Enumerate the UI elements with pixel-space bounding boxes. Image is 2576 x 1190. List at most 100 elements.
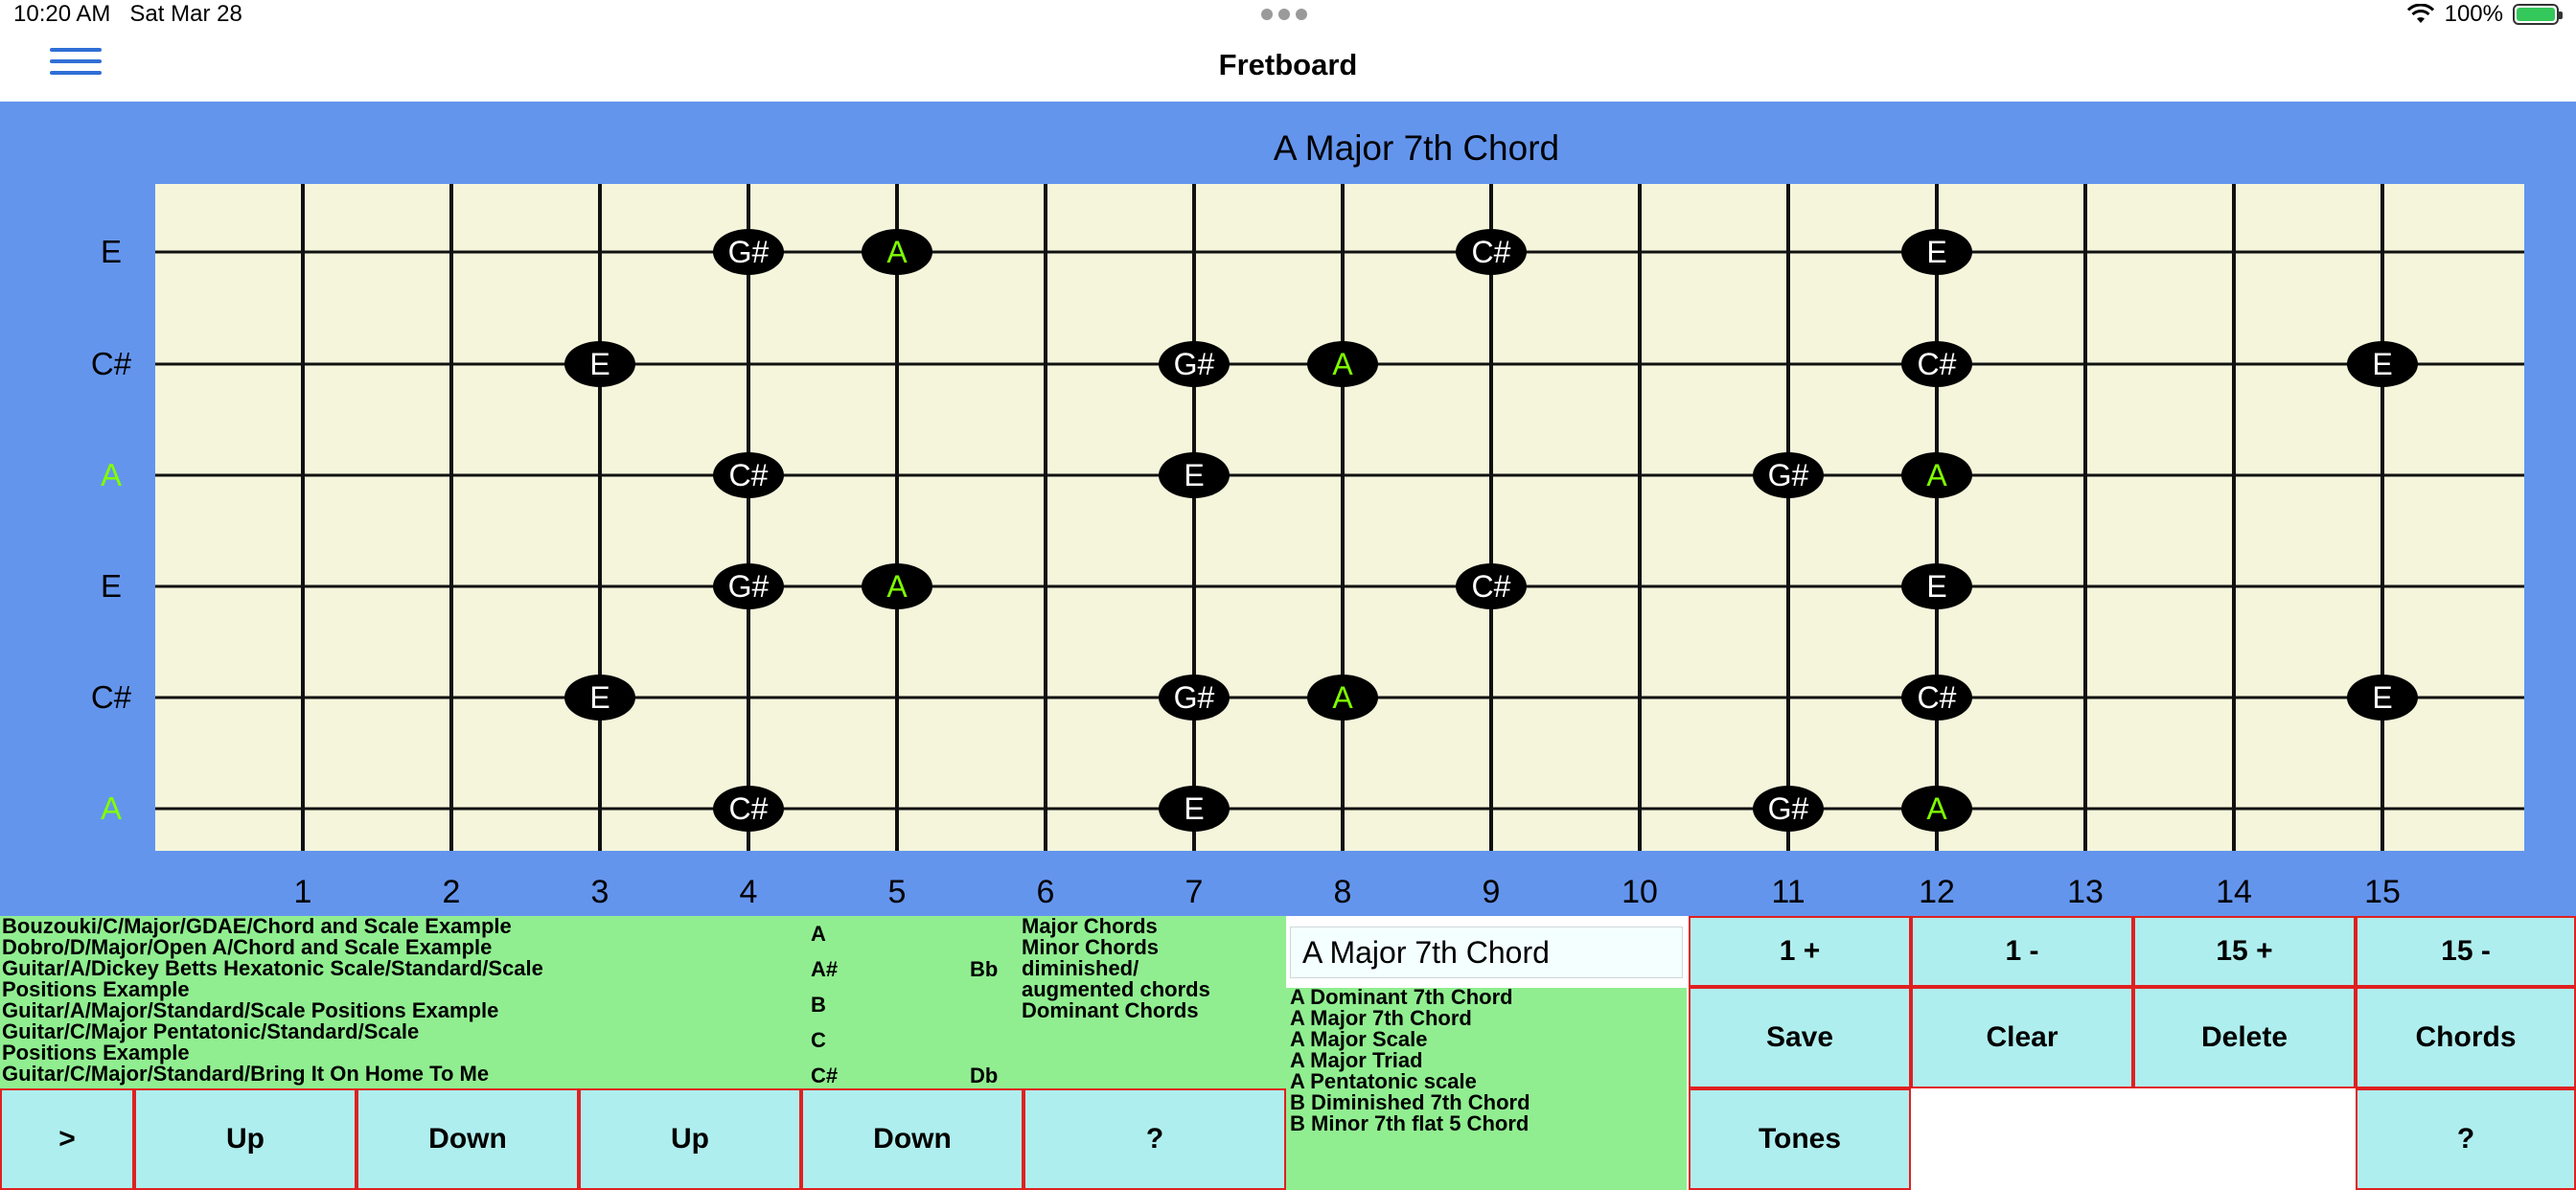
note-label: C# bbox=[1472, 569, 1511, 604]
fret-plus-1-button[interactable]: 1 + bbox=[1689, 916, 1911, 987]
help-right-button[interactable]: ? bbox=[2356, 1088, 2576, 1190]
file-list[interactable]: Bouzouki/C/Major/GDAE/Chord and Scale Ex… bbox=[2, 916, 797, 1085]
note-label: C# bbox=[1472, 235, 1511, 269]
note-label: A bbox=[1926, 791, 1947, 826]
file-list-item[interactable]: Bouzouki/C/Major/GDAE/Chord and Scale Ex… bbox=[2, 914, 512, 938]
chord-list-item[interactable]: A Dominant 7th Chord bbox=[1290, 985, 1513, 1009]
chord-type-item[interactable]: diminished/ bbox=[1022, 956, 1139, 980]
fret-number: 12 bbox=[1919, 874, 1955, 910]
note-marker bbox=[1753, 452, 1824, 498]
note-marker bbox=[1901, 786, 1972, 832]
chords-button[interactable]: Chords bbox=[2356, 987, 2576, 1088]
chord-list-item[interactable]: B Diminished 7th Chord bbox=[1290, 1090, 1530, 1114]
navigation-bar: Fretboard bbox=[0, 29, 2576, 102]
key-down-button[interactable]: Down bbox=[801, 1088, 1024, 1190]
file-list-item[interactable]: Positions Example bbox=[2, 977, 190, 1001]
hamburger-menu-icon[interactable] bbox=[50, 48, 102, 82]
file-list-item[interactable]: Guitar/C/Major/Standard/Bring It On Home… bbox=[2, 1062, 490, 1086]
note-label: A bbox=[1926, 458, 1947, 492]
note-label: E bbox=[2372, 347, 2392, 381]
note-label: G# bbox=[1174, 347, 1215, 381]
string-label: A bbox=[101, 457, 122, 492]
file-list-item[interactable]: Guitar/A/Dickey Betts Hexatonic Scale/St… bbox=[2, 956, 543, 980]
browser-lists-background bbox=[0, 916, 1286, 1088]
status-right: 100% bbox=[2406, 0, 2563, 29]
note-label: E bbox=[1184, 458, 1204, 492]
fret-number: 6 bbox=[1037, 874, 1055, 910]
status-bar: 10:20 AM Sat Mar 28 100% bbox=[0, 0, 2576, 29]
clear-button[interactable]: Clear bbox=[1911, 987, 2133, 1088]
fret-number: 11 bbox=[1771, 874, 1805, 910]
note-label: E bbox=[2372, 680, 2392, 715]
chord-type-item[interactable]: augmented chords bbox=[1022, 977, 1210, 1001]
chord-list-item[interactable]: A Major 7th Chord bbox=[1290, 1006, 1472, 1030]
note-label: C# bbox=[1918, 680, 1957, 715]
string-label: E bbox=[101, 234, 122, 269]
tones-button[interactable]: Tones bbox=[1689, 1088, 1911, 1190]
key-list-item[interactable]: C bbox=[811, 1028, 826, 1052]
fret-minus-15-button[interactable]: 15 - bbox=[2356, 916, 2576, 987]
chord-list-item[interactable]: A Major Triad bbox=[1290, 1048, 1423, 1072]
string-label: E bbox=[101, 568, 122, 604]
string-label: A bbox=[101, 790, 122, 826]
files-up-button[interactable]: Up bbox=[134, 1088, 356, 1190]
note-label: C# bbox=[729, 458, 769, 492]
chord-list-item[interactable]: B Minor 7th flat 5 Chord bbox=[1290, 1111, 1530, 1135]
fret-plus-15-button[interactable]: 15 + bbox=[2133, 916, 2356, 987]
key-up-button[interactable]: Up bbox=[579, 1088, 801, 1190]
file-list-item[interactable]: Guitar/A/Major/Standard/Scale Positions … bbox=[2, 998, 499, 1022]
fret-number: 2 bbox=[443, 874, 461, 910]
note-marker bbox=[1456, 563, 1527, 609]
fret-number: 10 bbox=[1622, 874, 1658, 910]
chord-type-item[interactable]: Minor Chords bbox=[1022, 935, 1159, 959]
note-label: C# bbox=[729, 791, 769, 826]
file-list-item[interactable]: Guitar/C/Major Pentatonic/Standard/Scale bbox=[2, 1019, 420, 1043]
fret-number: 7 bbox=[1185, 874, 1204, 910]
note-label: G# bbox=[728, 235, 770, 269]
fret-number: 5 bbox=[888, 874, 907, 910]
note-marker bbox=[713, 786, 784, 832]
note-label: A bbox=[886, 235, 908, 269]
delete-button[interactable]: Delete bbox=[2133, 987, 2356, 1088]
file-list-item[interactable]: Positions Example bbox=[2, 1041, 190, 1064]
page-title: Fretboard bbox=[1218, 48, 1358, 81]
chord-list-background bbox=[1286, 988, 1687, 1190]
note-marker bbox=[2347, 341, 2418, 387]
fretboard-title: A Major 7th Chord bbox=[1273, 128, 1560, 168]
files-down-button[interactable]: Down bbox=[356, 1088, 579, 1190]
chord-type-item[interactable]: Major Chords bbox=[1022, 914, 1158, 938]
note-marker bbox=[564, 341, 635, 387]
fret-number: 15 bbox=[2364, 874, 2401, 910]
fret-number: 1 bbox=[294, 874, 312, 910]
wifi-icon bbox=[2406, 4, 2434, 23]
chord-name-input[interactable] bbox=[1290, 927, 1683, 978]
note-label: A bbox=[1332, 680, 1353, 715]
string-label: C# bbox=[91, 346, 132, 381]
key-alt-item[interactable]: Db bbox=[970, 1064, 999, 1087]
battery-icon bbox=[2513, 4, 2563, 25]
chord-list-item[interactable]: A Major Scale bbox=[1290, 1027, 1428, 1051]
note-label: E bbox=[589, 680, 610, 715]
fret-minus-1-button[interactable]: 1 - bbox=[1911, 916, 2133, 987]
save-button[interactable]: Save bbox=[1689, 987, 1911, 1088]
key-list-item[interactable]: C# bbox=[811, 1064, 839, 1087]
note-label: G# bbox=[1768, 458, 1809, 492]
note-marker bbox=[1159, 786, 1230, 832]
key-alt-item[interactable]: Bb bbox=[970, 957, 999, 981]
note-marker bbox=[1901, 341, 1972, 387]
key-list-item[interactable]: A# bbox=[811, 957, 839, 981]
key-list-item[interactable]: B bbox=[811, 993, 826, 1017]
next-button[interactable]: > bbox=[0, 1088, 134, 1190]
note-marker bbox=[1159, 452, 1230, 498]
note-label: A bbox=[1332, 347, 1353, 381]
file-list-item[interactable]: Dobro/D/Major/Open A/Chord and Scale Exa… bbox=[2, 935, 493, 959]
key-list-item[interactable]: A bbox=[811, 922, 826, 946]
multitasking-dots-icon[interactable] bbox=[1261, 9, 1313, 20]
help-left-button[interactable]: ? bbox=[1024, 1088, 1286, 1190]
chord-type-item[interactable]: Dominant Chords bbox=[1022, 998, 1199, 1022]
chord-list-item[interactable]: A Pentatonic scale bbox=[1290, 1069, 1477, 1093]
